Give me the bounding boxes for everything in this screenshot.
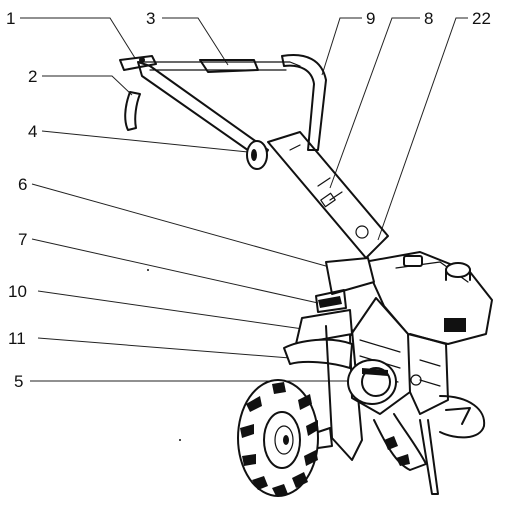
left-wheel xyxy=(237,379,333,497)
rear-stand xyxy=(419,395,486,495)
gear-housing xyxy=(347,359,422,405)
handle-column xyxy=(267,131,389,259)
tread-lug xyxy=(242,454,256,466)
engine-block xyxy=(409,333,449,415)
leader-line-10 xyxy=(37,290,311,331)
tread-lug xyxy=(272,382,286,394)
tread-lug xyxy=(298,394,312,410)
part-number-3: 3 xyxy=(146,9,155,28)
leader-line-11 xyxy=(37,337,316,361)
part-number-11: 11 xyxy=(8,329,26,348)
handlebar-assembly xyxy=(119,54,327,170)
knob-center xyxy=(251,149,257,161)
right-tire xyxy=(373,413,427,471)
leader-line-6 xyxy=(31,183,334,269)
tine-shield xyxy=(283,309,363,461)
column-bolt-22 xyxy=(355,225,369,239)
wheel-rim xyxy=(263,411,301,469)
part-number-10: 10 xyxy=(8,282,27,301)
leader-line-7 xyxy=(31,238,319,304)
engine-top-cap xyxy=(403,255,423,267)
gear-bolt xyxy=(410,374,422,386)
stray-mark xyxy=(147,269,149,271)
right-wheel xyxy=(373,413,427,471)
fuel-cap-sides xyxy=(445,269,471,281)
leader-line-3 xyxy=(162,17,229,66)
fuel-cap xyxy=(445,262,471,278)
callout-2: 2 xyxy=(28,67,133,96)
handlebar-arm xyxy=(137,61,269,161)
part-number-8: 8 xyxy=(424,9,433,28)
callout-9: 9 xyxy=(321,9,375,76)
callout-11: 11 xyxy=(8,329,316,361)
wheel-hub xyxy=(274,425,294,455)
callout-1: 1 xyxy=(6,9,136,59)
lever-pivot xyxy=(139,57,145,63)
engine-vent xyxy=(444,318,466,332)
callout-22: 22 xyxy=(377,9,491,241)
tread-lug xyxy=(246,396,262,412)
clutch-lever xyxy=(199,59,259,73)
column-tube xyxy=(267,131,389,259)
depth-bar-clip-shade xyxy=(318,296,342,308)
handlebar-top-rail xyxy=(137,61,301,71)
gear-cover-ring xyxy=(361,367,391,397)
part-number-22: 22 xyxy=(472,9,491,28)
leader-line-2 xyxy=(42,75,133,96)
left-grip xyxy=(124,91,141,131)
leader-line-1 xyxy=(20,17,136,59)
callout-8: 8 xyxy=(329,9,433,189)
axle-shaft xyxy=(317,427,333,449)
right-tread-lug xyxy=(384,436,398,450)
transmission-leg xyxy=(325,325,363,461)
bumper-brace xyxy=(445,407,471,425)
part-number-4: 4 xyxy=(28,122,37,141)
right-tread-lug xyxy=(396,454,410,466)
leader-line-22 xyxy=(377,17,468,241)
gear-cover-band xyxy=(362,368,388,376)
depth-bar-clip xyxy=(315,289,347,313)
part-number-2: 2 xyxy=(28,67,37,86)
part-number-7: 7 xyxy=(18,230,27,249)
tread-lug xyxy=(272,484,288,496)
callout-5: 5 xyxy=(14,372,350,391)
right-handle-bar xyxy=(281,54,327,151)
mount-bracket xyxy=(325,257,375,295)
stray-mark xyxy=(179,439,181,441)
front-mount xyxy=(315,257,375,313)
tread-lug xyxy=(252,476,268,490)
callout-6: 6 xyxy=(18,175,334,269)
callout-10: 10 xyxy=(8,282,311,331)
tread-lug xyxy=(306,420,318,436)
wheel-axle xyxy=(283,435,289,445)
part-number-6: 6 xyxy=(18,175,27,194)
callout-3: 3 xyxy=(146,9,229,66)
engine-block-lines xyxy=(419,359,441,387)
leader-line-8 xyxy=(329,17,420,189)
gear-cover xyxy=(347,359,397,405)
leader-line-9 xyxy=(321,17,362,76)
part-number-1: 1 xyxy=(6,9,15,28)
stand-leg xyxy=(419,419,439,495)
part-number-9: 9 xyxy=(366,9,375,28)
shield-blade xyxy=(283,338,353,369)
tread-lug xyxy=(240,424,254,438)
tread-lug xyxy=(292,472,308,488)
front-bumper xyxy=(439,395,486,439)
part-number-5: 5 xyxy=(14,372,23,391)
tread-lug xyxy=(304,450,318,466)
callout-4: 4 xyxy=(28,122,249,153)
callout-7: 7 xyxy=(18,230,319,304)
column-slot xyxy=(320,192,336,208)
leader-line-4 xyxy=(41,130,249,153)
column-details xyxy=(289,144,343,201)
